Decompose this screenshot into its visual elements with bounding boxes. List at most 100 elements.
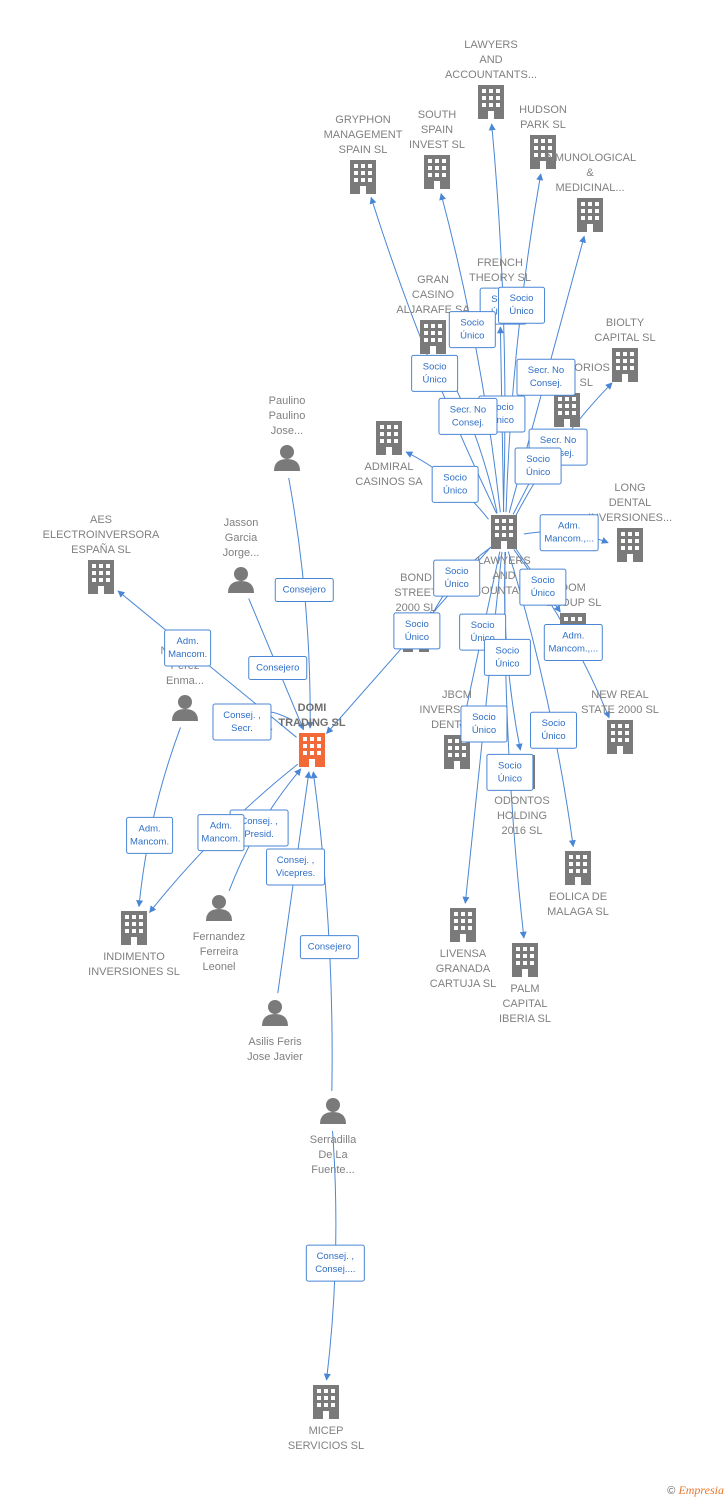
- person-icon: [228, 567, 254, 593]
- role-badge[interactable]: Adm.Mancom.: [197, 814, 245, 852]
- badge-text: Socio: [542, 718, 566, 729]
- building-icon: [450, 908, 476, 942]
- edge-line: [507, 551, 576, 848]
- node-label: DOMI: [298, 702, 327, 714]
- role-badge[interactable]: Consej. ,Vicepres.: [266, 848, 326, 886]
- badge-frame: [498, 286, 546, 324]
- role-badge[interactable]: Adm.Mancom.,...: [539, 514, 599, 552]
- badge-text: Consej.: [530, 378, 562, 389]
- badge-frame: [248, 656, 308, 681]
- badge-frame: [486, 753, 534, 791]
- node-label: DOM: [560, 582, 586, 594]
- badge-frame: [126, 816, 174, 854]
- person-node-paulino[interactable]: PaulinoPaulinoJose...: [269, 395, 306, 471]
- badge-frame: [305, 1244, 365, 1282]
- node-label: ADMIRAL: [365, 461, 414, 473]
- badge-text: Consej. ,: [240, 816, 278, 827]
- edge-line: [136, 727, 181, 908]
- badge-frame: [483, 638, 531, 676]
- badge-text: Único: [470, 633, 494, 644]
- company-node-inmunological[interactable]: INMUNOLOGICAL&MEDICINAL...: [544, 152, 636, 232]
- badge-frame: [519, 568, 567, 606]
- building-icon: [491, 515, 517, 549]
- node-label: MALAGA SL: [547, 906, 609, 918]
- edge-line: [439, 192, 501, 513]
- badge-frame: [299, 935, 359, 960]
- role-badge[interactable]: Adm.Mancom.: [126, 816, 174, 854]
- badge-text: Consej.: [452, 417, 484, 428]
- company-node-lawyers_top[interactable]: LAWYERSANDACCOUNTANTS...: [445, 39, 537, 119]
- badge-text: Único: [460, 331, 484, 342]
- role-badge[interactable]: Consejero: [248, 656, 308, 681]
- role-badge[interactable]: Adm.Mancom.,...: [543, 624, 603, 662]
- role-badge[interactable]: Consejero: [274, 577, 334, 602]
- node-label: &: [586, 167, 594, 179]
- person-icon: [206, 895, 232, 921]
- node-label: STREET: [394, 587, 438, 599]
- role-badge[interactable]: Adm.Mancom.: [164, 629, 212, 667]
- node-label: Serradilla: [310, 1134, 357, 1146]
- empresia-logo[interactable]: Empresia: [678, 1483, 724, 1497]
- person-node-jasson[interactable]: JassonGarciaJorge...: [223, 517, 260, 593]
- role-badge[interactable]: Consej. ,Consej....: [305, 1244, 365, 1282]
- badge-text: Adm.: [139, 823, 161, 834]
- node-label: INVEST SL: [409, 139, 465, 151]
- node-label: MEDICINAL...: [555, 182, 624, 194]
- badge-text: Socio: [405, 619, 429, 630]
- role-badge[interactable]: Consej. ,Presid.: [229, 809, 289, 847]
- edge-nunez-indimento: [136, 727, 181, 908]
- node-label: Leonel: [202, 961, 235, 973]
- edge-line: [504, 551, 527, 939]
- node-label: CASINO: [412, 289, 455, 301]
- node-label: CASINOS SA: [355, 476, 423, 488]
- edge-line: [505, 173, 544, 513]
- company-node-admiral[interactable]: ADMIRAL CASINOS SA: [355, 421, 423, 488]
- badge-text: Adm.: [210, 821, 232, 832]
- node-label: Jose...: [271, 425, 303, 437]
- company-node-long_dental[interactable]: LONGDENTALINVERSIONES...: [588, 482, 672, 562]
- person-icon: [262, 1000, 288, 1026]
- node-label: Enma...: [166, 675, 204, 687]
- badge-text: Socio: [471, 620, 495, 631]
- person-icon: [274, 445, 300, 471]
- badge-text: Único: [405, 632, 429, 643]
- role-badge[interactable]: Consej. ,Secr.: [212, 703, 272, 741]
- role-badge[interactable]: Consejero: [299, 935, 359, 960]
- building-icon: [376, 421, 402, 455]
- badge-text: Único: [526, 467, 550, 478]
